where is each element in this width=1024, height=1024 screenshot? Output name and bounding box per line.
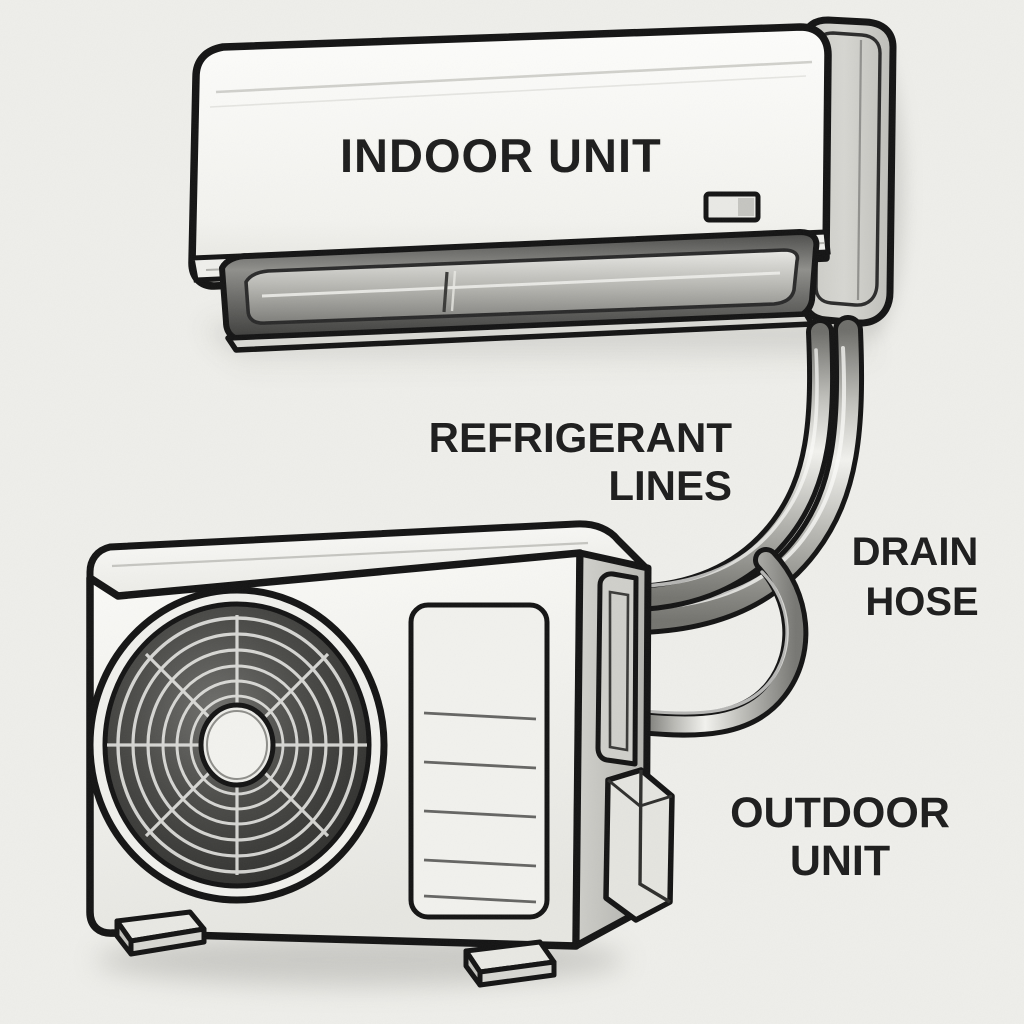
outdoor-unit-connection-plate xyxy=(595,571,639,767)
label-outdoor-unit-line2: UNIT xyxy=(790,837,890,885)
label-refrigerant-lines-line1: REFRIGERANT xyxy=(429,414,733,461)
label-drain-hose-line1: DRAIN xyxy=(852,530,979,574)
outdoor-unit[interactable] xyxy=(86,520,675,988)
outdoor-unit-fan-grille[interactable] xyxy=(86,586,388,904)
label-drain-hose-line2: HOSE xyxy=(865,580,978,624)
indoor-unit[interactable]: INDOOR UNIT xyxy=(188,16,897,353)
indoor-unit-display-window[interactable] xyxy=(703,191,761,223)
label-refrigerant-lines-line2: LINES xyxy=(608,462,732,509)
label-outdoor-unit-line1: OUTDOOR xyxy=(730,789,950,837)
outdoor-unit-vent-panel xyxy=(408,602,550,920)
label-indoor-unit: INDOOR UNIT xyxy=(340,129,662,182)
outdoor-unit-valve-cover xyxy=(603,767,675,923)
